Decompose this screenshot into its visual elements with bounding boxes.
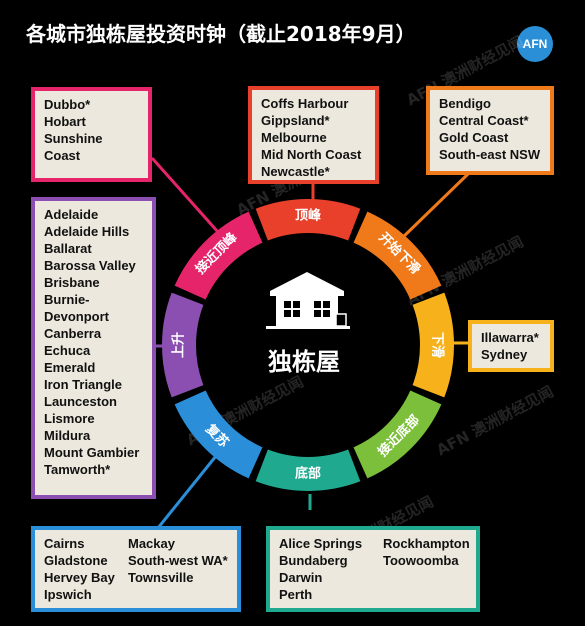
- clock-segment: [161, 292, 204, 398]
- city-item: Tamworth*: [44, 462, 111, 477]
- city-item: Mid North Coast: [261, 147, 362, 162]
- city-item: Newcastle*: [261, 164, 330, 179]
- city-item: Emerald: [44, 360, 96, 375]
- clock-segment: [174, 211, 263, 300]
- city-item: Gippsland*: [261, 113, 330, 128]
- city-item: South-east NSW: [439, 147, 541, 162]
- city-item: Rockhampton: [383, 536, 470, 551]
- page-title: 各城市独栋屋投资时钟（截止2018年9月）: [26, 22, 416, 46]
- box-recovery: Cairns Gladstone Hervey Bay Ipswich Mack…: [31, 526, 241, 612]
- box-start-decline: Bendigo Central Coast* Gold Coast South-…: [426, 86, 554, 175]
- city-item: Alice Springs: [279, 536, 363, 551]
- city-item: Barossa Valley: [44, 258, 136, 273]
- connector-start-decline: [398, 172, 470, 242]
- city-item: Townsville: [128, 570, 194, 585]
- city-item: Toowoomba: [383, 553, 459, 568]
- clock-segment: [255, 449, 361, 491]
- box-decline: Illawarra* Sydney: [468, 320, 554, 372]
- city-item: Bendigo: [439, 96, 491, 111]
- city-item: Dubbo*: [44, 97, 91, 112]
- city-item: Coast: [44, 148, 81, 163]
- connector-near-peak: [150, 157, 220, 233]
- city-item: Mildura: [44, 428, 91, 443]
- connector-recovery: [156, 455, 218, 529]
- box-rising: Adelaide Adelaide Hills Ballarat Barossa…: [31, 197, 156, 499]
- box-peak: Coffs Harbour Gippsland* Melbourne Mid N…: [248, 86, 379, 184]
- segment-label: 下滑: [430, 332, 446, 358]
- city-item: Lismore: [44, 411, 95, 426]
- city-item: Sydney: [481, 347, 528, 362]
- city-item: Central Coast*: [439, 113, 529, 128]
- clock-segment: [412, 292, 454, 398]
- box-near-peak: Dubbo* Hobart Sunshine Coast: [31, 87, 152, 182]
- segment-label: 底部: [295, 466, 321, 482]
- city-item: Ballarat: [44, 241, 92, 256]
- house-icon: [266, 272, 350, 329]
- center-label: 独栋屋: [268, 348, 340, 376]
- afn-logo: AFN: [517, 26, 553, 62]
- city-item: Cairns: [44, 536, 85, 551]
- city-item: Illawarra*: [481, 330, 539, 345]
- city-item: Brisbane: [44, 275, 100, 290]
- city-item: Mackay: [128, 536, 175, 551]
- city-item: Hervey Bay: [44, 570, 115, 585]
- city-item: Gladstone: [44, 553, 108, 568]
- city-item: Burnie-: [44, 292, 90, 307]
- city-item: Gold Coast: [439, 130, 509, 145]
- city-item: Echuca: [44, 343, 91, 358]
- city-item: South-west WA*: [128, 553, 228, 568]
- city-item: Sunshine: [44, 131, 103, 146]
- city-item: Devonport: [44, 309, 109, 324]
- city-item: Hobart: [44, 114, 86, 129]
- city-item: Ipswich: [44, 587, 92, 602]
- clock-segment: [353, 211, 442, 300]
- city-item: Adelaide Hills: [44, 224, 130, 239]
- segment-label: 顶峰: [295, 208, 322, 224]
- city-item: Darwin: [279, 570, 323, 585]
- city-item: Bundaberg: [279, 553, 348, 568]
- city-item: Coffs Harbour: [261, 96, 349, 111]
- city-item: Perth: [279, 587, 313, 602]
- clock-segment: [174, 390, 263, 479]
- box-bottom: Alice Springs Bundaberg Darwin Perth Roc…: [266, 526, 480, 612]
- city-item: Iron Triangle: [44, 377, 123, 392]
- clock-segment: [255, 199, 361, 241]
- city-item: Launceston: [44, 394, 117, 409]
- city-item: Adelaide: [44, 207, 99, 222]
- city-item: Mount Gambier: [44, 445, 140, 460]
- city-item: Melbourne: [261, 130, 327, 145]
- segment-label: 上升: [171, 332, 187, 358]
- clock-segment: [353, 390, 442, 479]
- city-item: Canberra: [44, 326, 102, 341]
